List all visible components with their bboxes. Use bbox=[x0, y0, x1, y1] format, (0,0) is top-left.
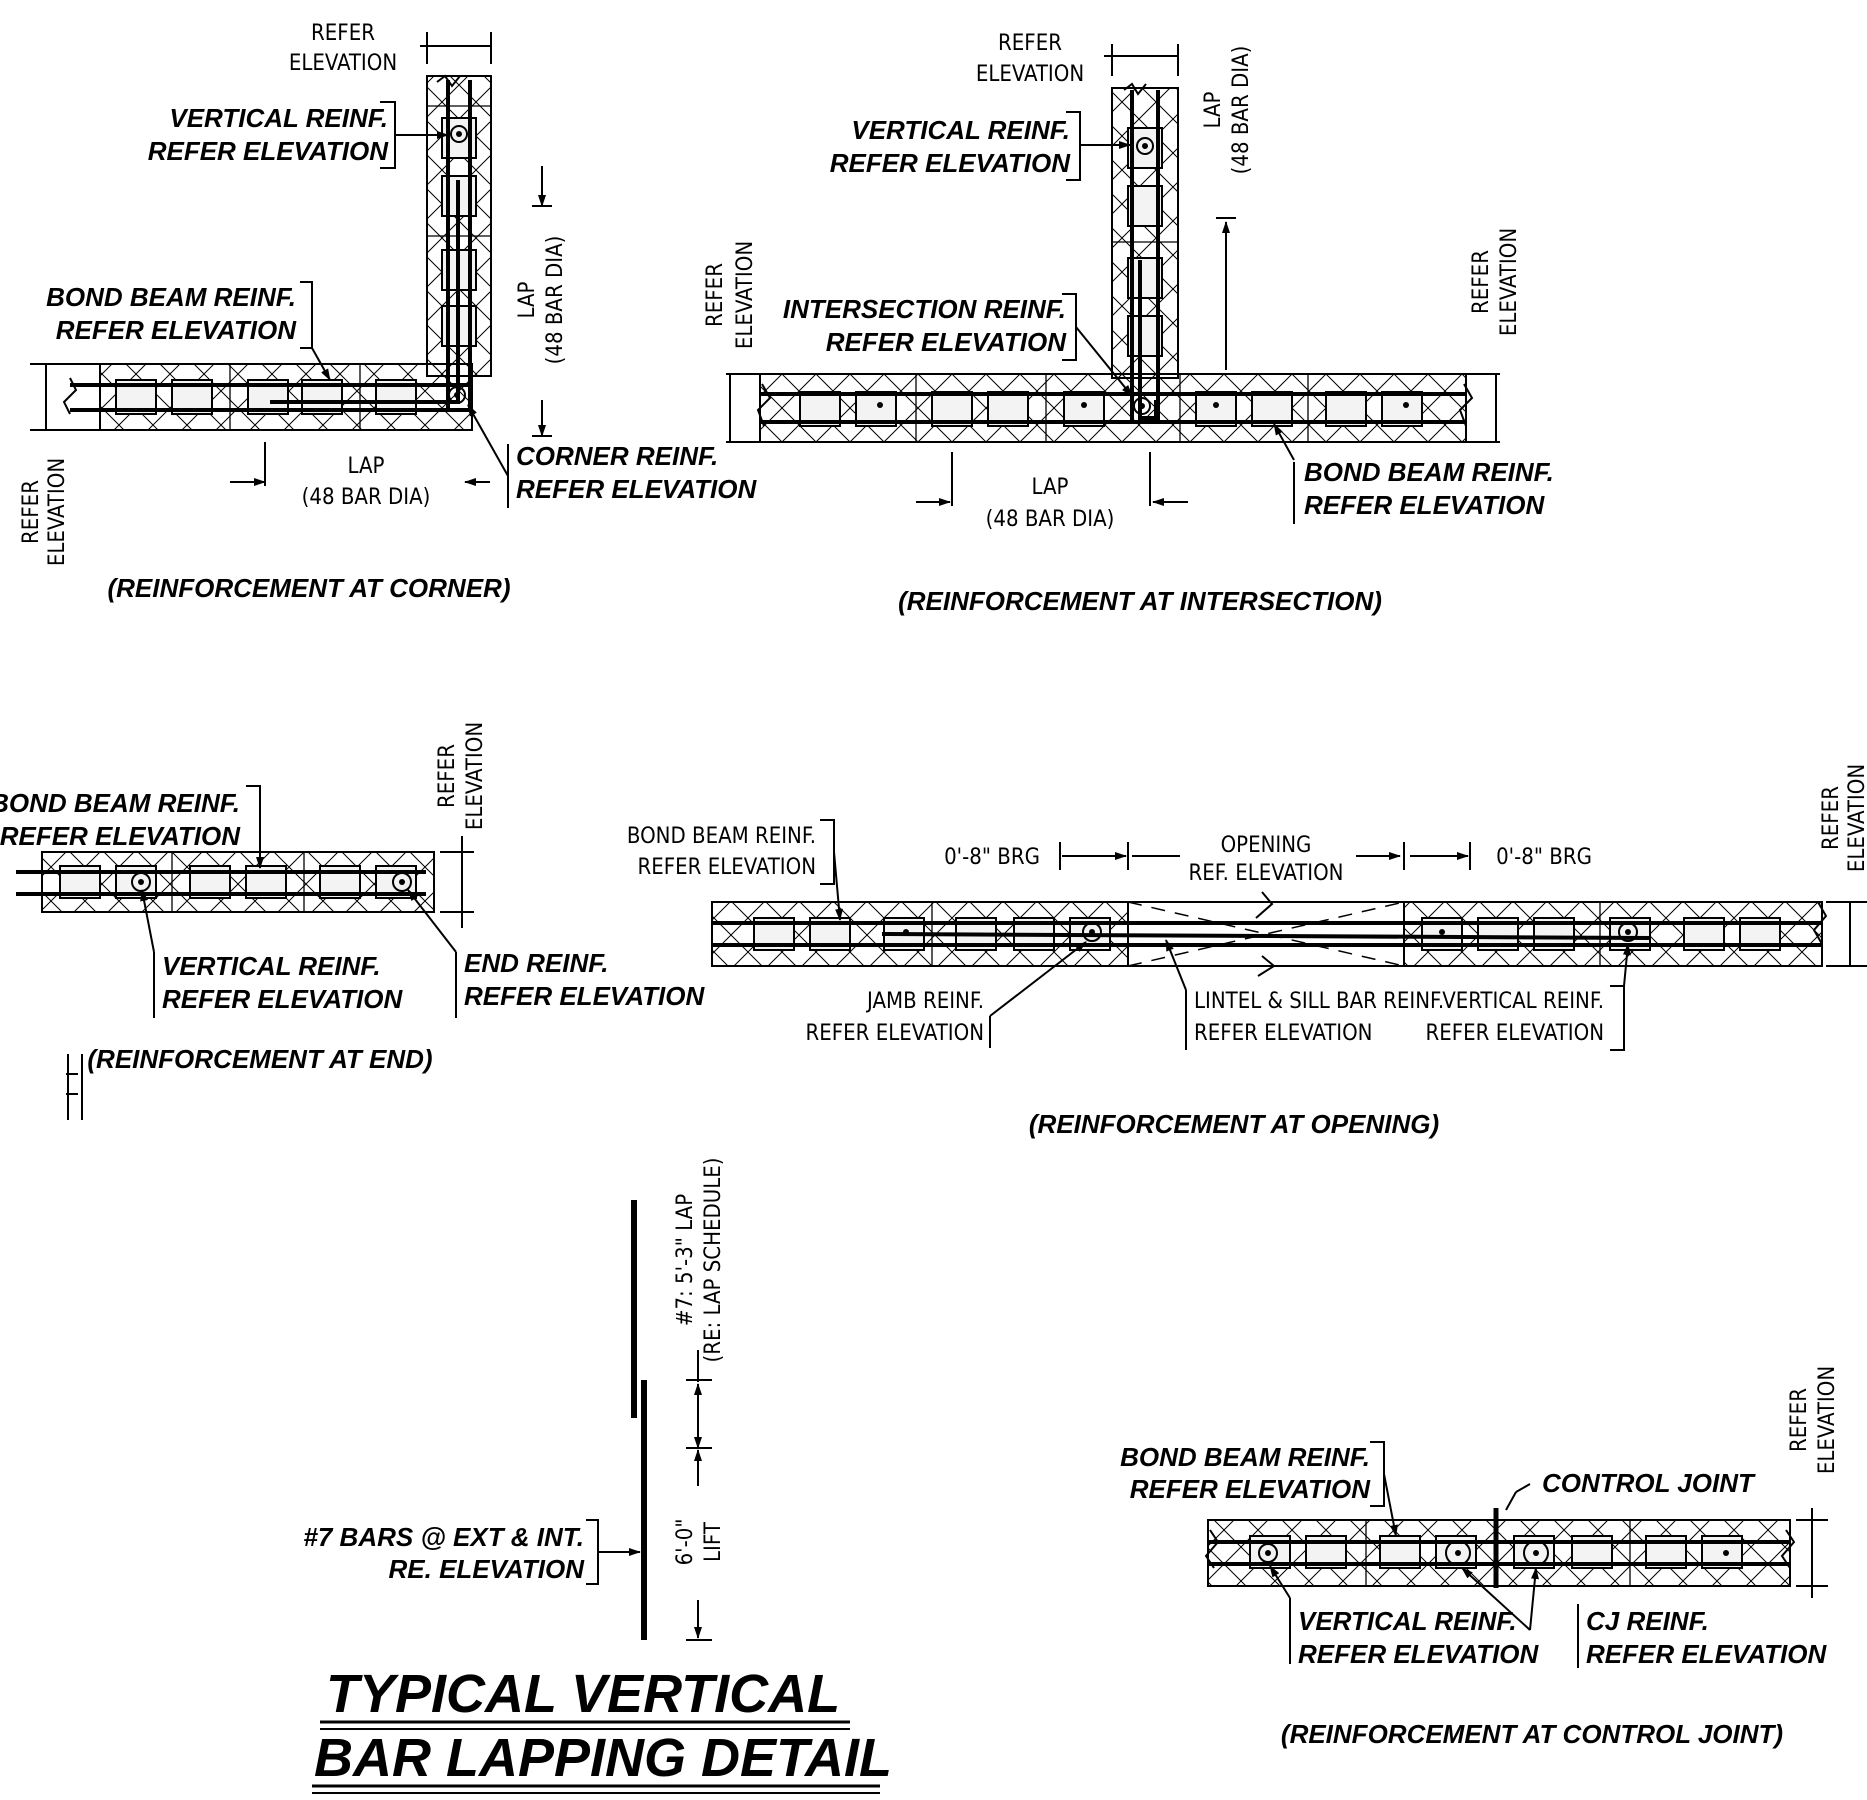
end-caption: (REINFORCEMENT AT END) bbox=[87, 1044, 432, 1074]
int-lap-h-1: LAP bbox=[1032, 475, 1069, 500]
int-refer-top-2: ELEVATION bbox=[976, 62, 1084, 87]
cj-bond-2: REFER ELEVATION bbox=[1130, 1474, 1371, 1504]
int-refer-right-1: REFER bbox=[1469, 250, 1494, 314]
corner-refer-top-1: REFER bbox=[311, 21, 375, 46]
open-refer-2: ELEVATION bbox=[1845, 764, 1867, 872]
corner-vert-2: REFER ELEVATION bbox=[148, 136, 389, 166]
end-bond-2: REFER ELEVATION bbox=[0, 821, 241, 851]
lap-lap-2: (RE: LAP SCHEDULE) bbox=[701, 1158, 726, 1363]
end-refer-1: REFER bbox=[435, 744, 460, 808]
end-vert-2: REFER ELEVATION bbox=[162, 984, 403, 1014]
corner-vert-1: VERTICAL REINF. bbox=[169, 103, 388, 133]
end-refer-2: ELEVATION bbox=[463, 722, 488, 830]
int-bond-2: REFER ELEVATION bbox=[1304, 490, 1545, 520]
open-lintel-1: LINTEL & SILL BAR REINF. bbox=[1194, 989, 1444, 1014]
end-bond-1: BOND BEAM REINF. bbox=[0, 788, 240, 818]
corner-corner-2: REFER ELEVATION bbox=[516, 474, 757, 504]
lap-lift-2: LIFT bbox=[701, 1521, 726, 1562]
end-wall bbox=[41, 851, 435, 913]
cj-vert-2: REFER ELEVATION bbox=[1298, 1639, 1539, 1669]
control-joint-detail bbox=[1204, 1441, 1828, 1668]
int-refer-top-1: REFER bbox=[998, 31, 1062, 56]
int-int-1: INTERSECTION REINF. bbox=[783, 294, 1066, 324]
title-line-2: BAR LAPPING DETAIL bbox=[314, 1728, 892, 1788]
open-open-2: REF. ELEVATION bbox=[1189, 861, 1344, 886]
int-vert-1: VERTICAL REINF. bbox=[851, 115, 1070, 145]
open-refer-1: REFER bbox=[1819, 786, 1844, 850]
open-lintel-2: REFER ELEVATION bbox=[1194, 1021, 1372, 1046]
cj-bond-1: BOND BEAM REINF. bbox=[1120, 1442, 1370, 1472]
int-caption: (REINFORCEMENT AT INTERSECTION) bbox=[898, 586, 1382, 616]
open-jamb-1: JAMB REINF. bbox=[865, 989, 984, 1014]
int-refer-left-2: ELEVATION bbox=[733, 241, 758, 349]
lap-bars-2: RE. ELEVATION bbox=[389, 1554, 586, 1584]
cj-caption: (REINFORCEMENT AT CONTROL JOINT) bbox=[1281, 1719, 1783, 1749]
corner-lap-v-2: (48 BAR DIA) bbox=[543, 236, 568, 365]
cj-refer-1: REFER bbox=[1787, 1388, 1812, 1452]
corner-bond-2: REFER ELEVATION bbox=[56, 315, 297, 345]
corner-lap-h-2: (48 BAR DIA) bbox=[302, 485, 431, 510]
lap-lap-1: #7: 5'-3" LAP bbox=[673, 1194, 698, 1326]
corner-refer-top-2: ELEVATION bbox=[289, 51, 397, 76]
int-refer-left-1: REFER bbox=[703, 263, 728, 327]
int-refer-right-2: ELEVATION bbox=[1497, 228, 1522, 336]
cj-vert-1: VERTICAL REINF. bbox=[1298, 1606, 1517, 1636]
int-lap-h-2: (48 BAR DIA) bbox=[986, 507, 1115, 532]
int-lap-v-1: LAP bbox=[1201, 91, 1226, 128]
intersection-detail bbox=[726, 44, 1500, 524]
corner-lap-h-1: LAP bbox=[348, 454, 385, 479]
int-bond-1: BOND BEAM REINF. bbox=[1304, 457, 1554, 487]
lap-lift-1: 6'-0" bbox=[673, 1519, 698, 1566]
cj-cjr-1: CJ REINF. bbox=[1586, 1606, 1709, 1636]
corner-refer-left-2: ELEVATION bbox=[45, 458, 70, 566]
cj-refer-2: ELEVATION bbox=[1815, 1366, 1840, 1474]
cj-control-joint: CONTROL JOINT bbox=[1542, 1468, 1756, 1498]
open-brg-left: 0'-8" BRG bbox=[944, 845, 1040, 870]
corner-detail bbox=[30, 32, 552, 508]
corner-corner-1: CORNER REINF. bbox=[516, 441, 718, 471]
int-vert-2: REFER ELEVATION bbox=[830, 148, 1071, 178]
end-detail bbox=[16, 785, 474, 1120]
corner-lap-v-1: LAP bbox=[515, 281, 540, 318]
open-brg-right: 0'-8" BRG bbox=[1496, 845, 1592, 870]
end-vert-1: VERTICAL REINF. bbox=[162, 951, 381, 981]
open-vert-2: REFER ELEVATION bbox=[1426, 1021, 1604, 1046]
corner-caption: (REINFORCEMENT AT CORNER) bbox=[108, 573, 511, 603]
corner-bond-1: BOND BEAM REINF. bbox=[46, 282, 296, 312]
int-lap-v-2: (48 BAR DIA) bbox=[1229, 46, 1254, 175]
open-vert-1: VERTICAL REINF. bbox=[1442, 989, 1604, 1014]
cj-cjr-2: REFER ELEVATION bbox=[1586, 1639, 1827, 1669]
end-end-1: END REINF. bbox=[464, 948, 608, 978]
title-line-1: TYPICAL VERTICAL bbox=[326, 1664, 840, 1724]
open-jamb-2: REFER ELEVATION bbox=[806, 1021, 984, 1046]
corner-refer-left-1: REFER bbox=[19, 480, 44, 544]
lapping-detail bbox=[586, 1200, 712, 1641]
open-caption: (REINFORCEMENT AT OPENING) bbox=[1029, 1109, 1439, 1139]
end-end-2: REFER ELEVATION bbox=[464, 981, 705, 1011]
lap-bars-1: #7 BARS @ EXT & INT. bbox=[303, 1522, 584, 1552]
open-open-1: OPENING bbox=[1221, 833, 1312, 858]
open-bond-1: BOND BEAM REINF. bbox=[627, 824, 816, 849]
open-bond-2: REFER ELEVATION bbox=[638, 855, 816, 880]
int-int-2: REFER ELEVATION bbox=[826, 327, 1067, 357]
opening-detail bbox=[711, 819, 1867, 1051]
